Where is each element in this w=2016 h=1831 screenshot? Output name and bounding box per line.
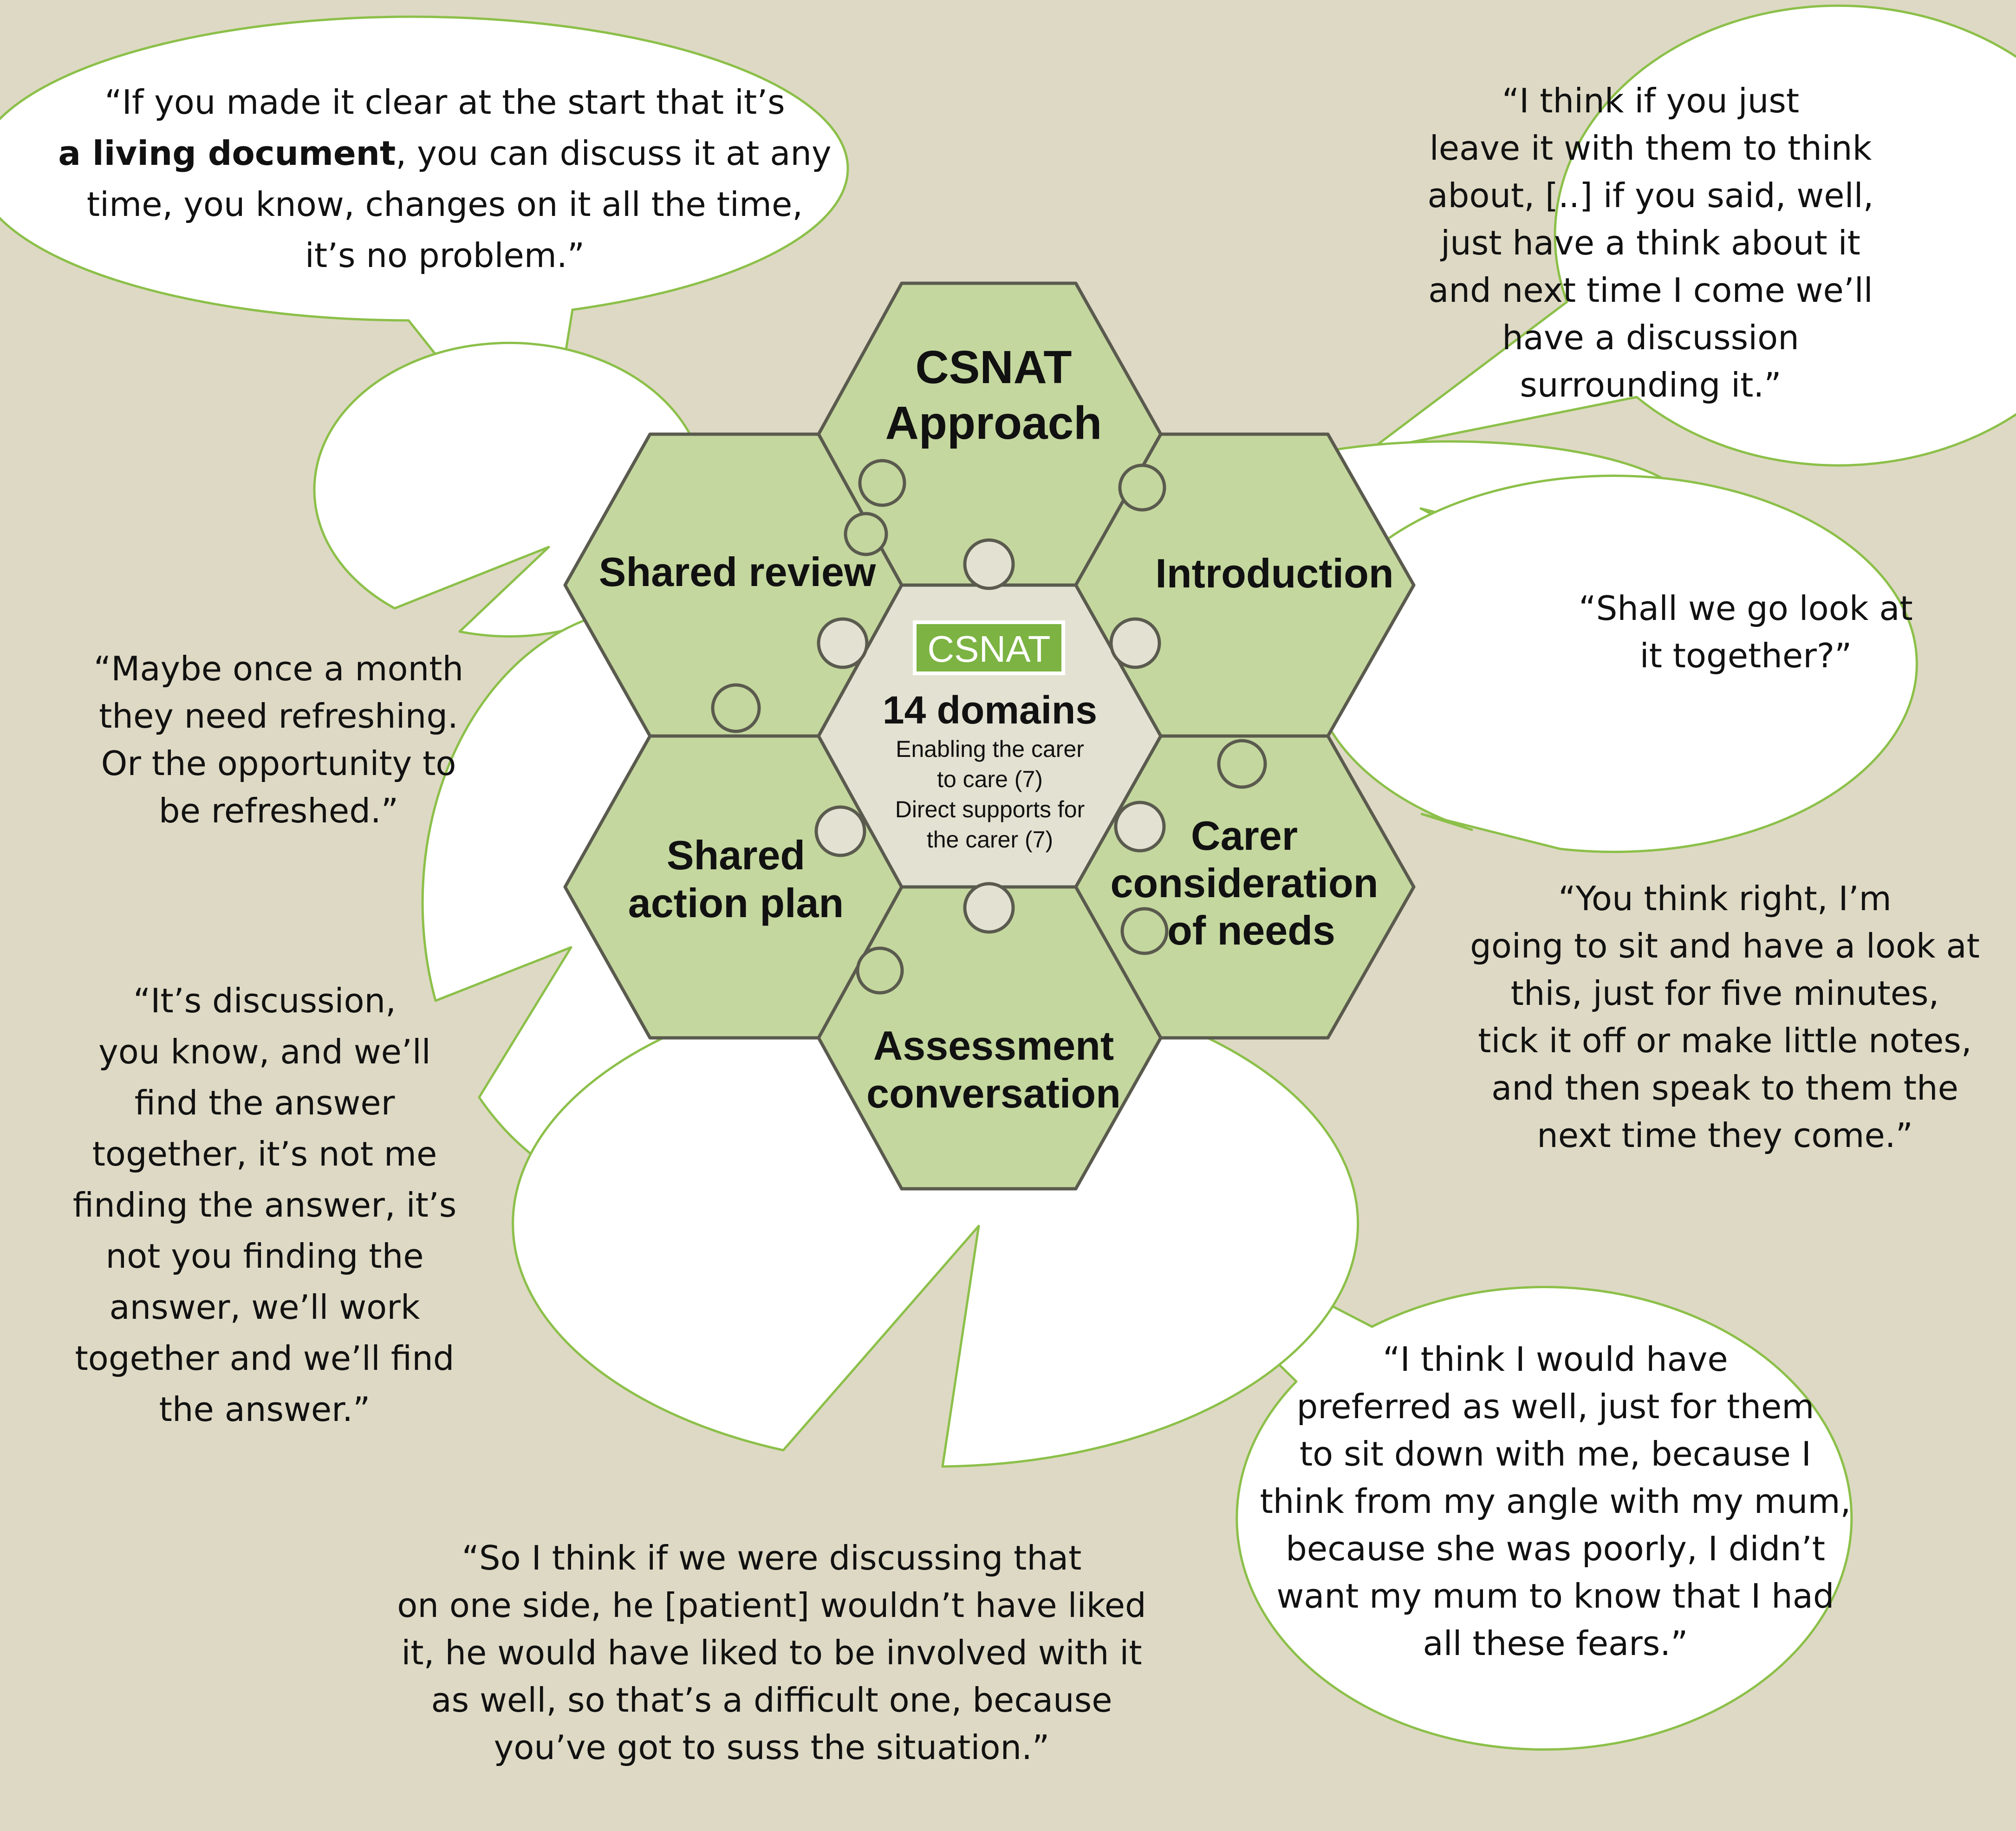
quote-line: and then speak to them the [1491, 1069, 1958, 1108]
quote-line: together, it’s not me [92, 1134, 437, 1173]
center-knob-top [963, 538, 1015, 590]
quote-line: going to sit and have a look at [1470, 926, 1980, 965]
quote-line: you’ve got to suss the situation.” [494, 1728, 1050, 1767]
quote-sit-and-look: “You think right, I’m going to sit and h… [1470, 879, 1980, 1155]
quote-line: as well, so that’s a difficult one, beca… [431, 1681, 1112, 1720]
quote-line: to sit down with me, because I [1300, 1434, 1811, 1473]
quote-line: just have a think about it [1440, 223, 1860, 262]
quote-line: “It’s discussion, [133, 981, 396, 1020]
approach-title-line-2: Approach [885, 397, 1102, 449]
label-carer-line-3: of needs [1167, 907, 1335, 953]
label-carer-line-1: Carer [1191, 813, 1298, 859]
bubble-living-document [0, 15, 849, 491]
bubble-leave-it [1368, 4, 2016, 467]
quote-line: “If you made it clear at the start that … [104, 83, 785, 122]
quote-line: have a discussion [1502, 318, 1799, 357]
quote-line: want my mum to know that I had [1276, 1577, 1834, 1616]
quote-line: they need refreshing. [99, 697, 458, 736]
center-line-3: Direct supports for [895, 796, 1085, 822]
quote-line: “Shall we go look at [1579, 589, 1912, 628]
knob-approach-review [858, 459, 906, 507]
center-knob-bottom [963, 882, 1015, 934]
quote-line: Or the opportunity to [101, 744, 456, 783]
center-knob-upper-left [817, 617, 869, 669]
quote-line: because she was poorly, I didn’t [1286, 1529, 1825, 1568]
puzzle-knobs [711, 459, 1267, 995]
quote-line-rest: , you can discuss it at any [396, 134, 831, 173]
quote-line: all these fears.” [1423, 1624, 1688, 1663]
label-action-plan-line-2: action plan [628, 880, 844, 926]
quote-line: think from my angle with my mum, [1260, 1482, 1851, 1521]
quote-line: not you finding the [105, 1237, 423, 1276]
center-knob-lower-right [1114, 801, 1166, 853]
quote-line: leave it with them to think [1430, 129, 1872, 168]
knob-action-review [711, 683, 761, 733]
quote-discussion: “It’s discussion, you know, and we’ll fi… [73, 981, 456, 1429]
quote-line: preferred as well, just for them [1297, 1387, 1814, 1426]
quote-line: tick it off or make little notes, [1478, 1021, 1971, 1060]
quote-line: “I think I would have [1383, 1340, 1728, 1379]
knob-intro-carer [1217, 739, 1267, 789]
knob-review-center [844, 512, 888, 556]
label-shared-review: Shared review [599, 549, 876, 595]
quote-line: “So I think if we were discussing that [462, 1538, 1082, 1577]
quote-line: it together?” [1640, 636, 1852, 675]
quote-patient-side: “So I think if we were discussing that o… [397, 1538, 1146, 1767]
quote-line: surrounding it.” [1520, 365, 1781, 404]
quote-line-mixed: a living document, you can discuss it at… [58, 134, 831, 173]
quote-living-document: “If you made it clear at the start that … [58, 83, 831, 275]
center-knobs [814, 538, 1166, 934]
quote-line: on one side, he [patient] wouldn’t have … [397, 1586, 1146, 1625]
quote-leave-it: “I think if you just leave it with them … [1428, 81, 1874, 404]
quote-line: this, just for five minutes, [1511, 974, 1939, 1013]
quote-line: you know, and we’ll [98, 1032, 431, 1071]
center-line-2: to care (7) [937, 766, 1043, 792]
knob-approach-intro [1118, 463, 1166, 512]
quote-line: the answer.” [159, 1390, 371, 1429]
quote-line: “You think right, I’m [1558, 879, 1892, 918]
center-face [824, 591, 1155, 881]
center-knob-upper-right [1109, 617, 1161, 669]
quote-line: find the answer [135, 1083, 395, 1122]
knob-carer-assess [1120, 907, 1169, 955]
quote-line: “Maybe once a month [94, 649, 463, 688]
label-introduction: Introduction [1155, 550, 1393, 596]
quote-line: about, [..] if you said, well, [1428, 176, 1874, 215]
quote-refreshing: “Maybe once a month they need refreshing… [94, 649, 463, 830]
quote-preferred: “I think I would have preferred as well,… [1260, 1340, 1851, 1663]
label-carer-line-2: consideration [1111, 860, 1379, 906]
csnat-logo-text: CSNAT [927, 628, 1050, 670]
label-assessment-line-1: Assessment [873, 1023, 1114, 1069]
knob-assess-action [856, 946, 904, 995]
quote-line: together and we’ll find [75, 1339, 455, 1378]
quote-line: “I think if you just [1502, 81, 1799, 120]
label-action-plan-line-1: Shared [667, 832, 805, 878]
quote-line: finding the answer, it’s [73, 1186, 456, 1225]
quote-look-together: “Shall we go look at it together?” [1579, 589, 1912, 675]
csnat-logo-badge [913, 620, 1065, 675]
center-line-1: Enabling the carer [896, 736, 1084, 762]
quote-line: answer, we’ll work [109, 1288, 420, 1327]
quote-line: time, you know, changes on it all the ti… [87, 185, 803, 224]
quote-line: next time they come.” [1537, 1116, 1913, 1155]
center-title: 14 domains [883, 688, 1097, 732]
quote-line: be refreshed.” [159, 791, 398, 830]
center-knob-lower-left [814, 805, 866, 857]
label-assessment-line-2: conversation [866, 1070, 1121, 1116]
center-line-4: the carer (7) [927, 827, 1053, 853]
quote-line: it’s no problem.” [305, 236, 585, 275]
approach-title-line-1: CSNAT [915, 341, 1072, 393]
quote-line: and next time I come we’ll [1428, 271, 1873, 310]
quote-line: it, he would have liked to be involved w… [401, 1633, 1142, 1672]
quote-emphasis: a living document [58, 134, 396, 173]
